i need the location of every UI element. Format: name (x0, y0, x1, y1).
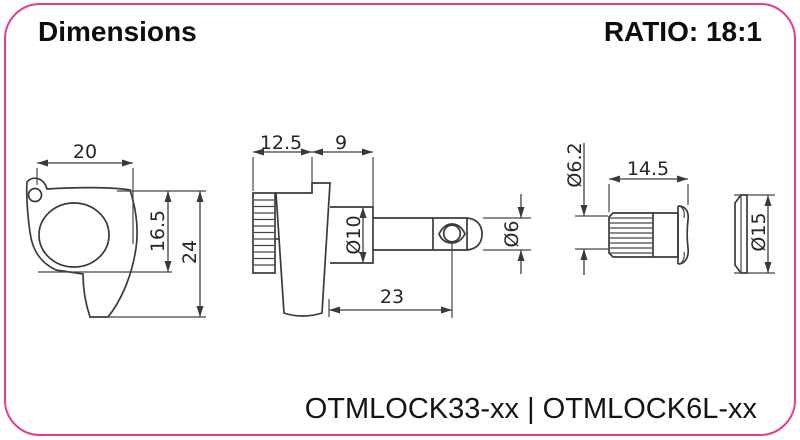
dim-boss-length: 9 (335, 132, 347, 154)
dim-bushing-bore: Ø6.2 (564, 142, 586, 187)
string-hole-eye (438, 223, 466, 244)
page-title: Dimensions (38, 16, 197, 47)
gear-cover-circle (38, 202, 110, 268)
knurl-outline (252, 192, 276, 274)
knurl-stripes (254, 199, 274, 266)
post-end-cap (466, 217, 483, 251)
bushing-view: 14.5 Ø6.2 (564, 142, 690, 275)
dim-post-length: 23 (380, 286, 404, 308)
dim-knob-length: 12.5 (260, 132, 302, 154)
dim-housing-overall-height: 24 (179, 240, 201, 264)
boss-outline (330, 206, 374, 264)
housing-side-view: 20 16.5 24 (25, 141, 206, 318)
bushing-body (608, 212, 679, 258)
washer-view: Ø15 (734, 194, 775, 274)
knob-post-view: 12.5 9 Ø10 23 Ø6 (252, 132, 531, 318)
mount-screw-hole (27, 187, 43, 203)
dim-bushing-length: 14.5 (627, 158, 669, 180)
housing-outline (25, 177, 138, 318)
bushing-flange (677, 205, 690, 265)
model-numbers: OTMLOCK33-xx | OTMLOCK6L-xx (304, 393, 757, 425)
dim-boss-diameter: Ø10 (343, 215, 365, 254)
bushing-threads (610, 217, 653, 254)
gear-ratio-label: RATIO: 18:1 (603, 16, 762, 47)
string-hole (442, 224, 462, 243)
dim-housing-upper-height: 16.5 (147, 210, 169, 252)
dim-post-diameter: Ø6 (501, 220, 523, 247)
dim-housing-width: 20 (73, 141, 97, 163)
dim-washer-diameter: Ø15 (748, 212, 770, 251)
knob-body (275, 182, 331, 317)
